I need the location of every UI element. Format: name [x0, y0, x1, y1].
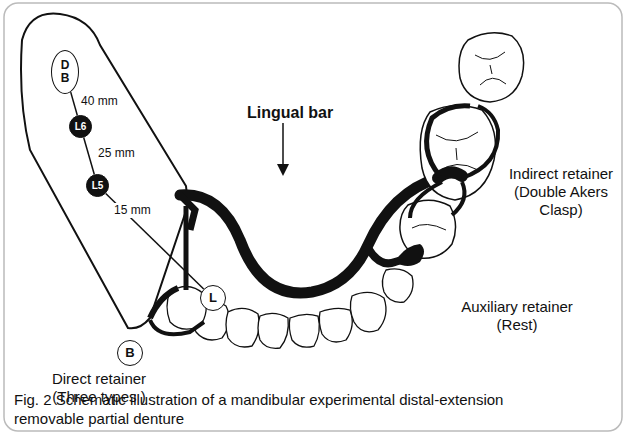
marker-circle: L5	[86, 174, 109, 197]
marker-label: L6	[75, 121, 87, 133]
dimension-label: 40 mm	[80, 94, 119, 109]
marker-circle: L6	[69, 115, 92, 138]
clasp-arm	[410, 182, 442, 218]
denture-base	[21, 14, 188, 329]
proximal-plate	[184, 206, 189, 290]
anterior-teeth	[193, 269, 413, 348]
measurement-line	[84, 138, 95, 175]
marker-label: D B	[60, 59, 70, 85]
measurement-line	[106, 194, 204, 289]
figure-caption: Fig. 2 Schematic illustration of a mandi…	[14, 390, 574, 428]
direct-retainer	[150, 288, 178, 318]
marker-circle: B	[117, 340, 143, 366]
part-label: Indirect retainer (Double Akers Clasp)	[502, 165, 620, 219]
direct-retainer-arm	[150, 320, 204, 334]
marker-label: B	[125, 346, 134, 360]
clasp-body	[438, 172, 462, 178]
clasp-arm	[427, 106, 470, 176]
occlusal-grooves	[436, 132, 478, 172]
dimension-label: 25 mm	[97, 146, 136, 161]
marker-label: L	[209, 291, 217, 305]
occlusal-grooves	[412, 224, 446, 230]
part-label: Lingual bar	[247, 103, 333, 122]
figure-frame	[4, 3, 622, 431]
measurement-line	[71, 92, 78, 115]
clasp-arm	[452, 182, 464, 215]
marker-circle: L	[200, 285, 226, 311]
marker-label: L5	[92, 180, 104, 192]
rest	[395, 244, 424, 266]
marker-oval: D B	[51, 50, 79, 94]
part-label: Auxiliary retainer (Rest)	[452, 298, 582, 334]
clasp-arm	[462, 106, 498, 178]
molar-tooth	[459, 33, 524, 102]
occlusal-grooves	[475, 52, 506, 85]
arrow-head	[277, 164, 289, 176]
dimension-label: 15 mm	[113, 203, 152, 218]
